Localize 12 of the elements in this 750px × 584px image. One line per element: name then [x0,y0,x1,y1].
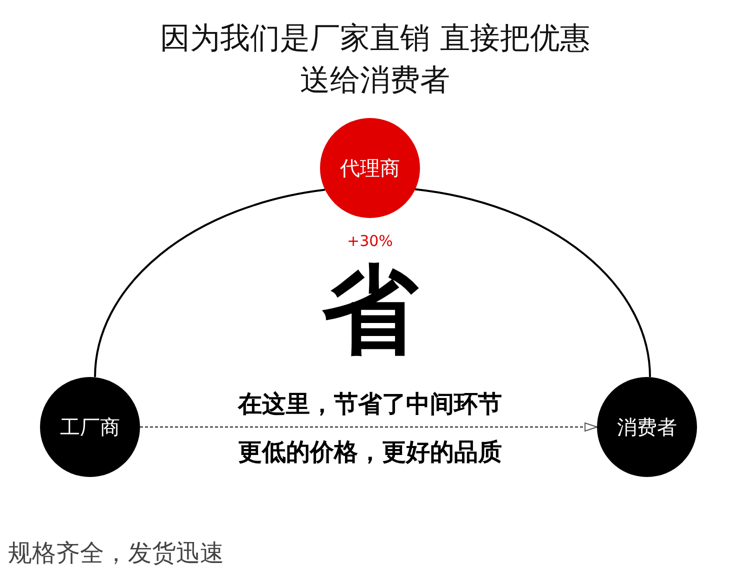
footer-text: 规格齐全，发货迅速 [8,538,224,569]
slogan-text: 更低的价格，更好的品质 [237,437,503,468]
arrow [140,422,598,432]
large-character: 省 [321,255,420,365]
arc-line [94,188,326,378]
node-label: 工厂商 [60,414,120,440]
arc-line [414,188,651,378]
percent-label: +30% [346,232,394,250]
slogan-text: 在这里，节省了中间环节 [236,389,503,420]
node-label: 代理商 [340,154,400,182]
title: 因为我们是厂家直销 直接把优惠送给消费者 [159,20,591,100]
node-label: 消费者 [617,414,677,440]
